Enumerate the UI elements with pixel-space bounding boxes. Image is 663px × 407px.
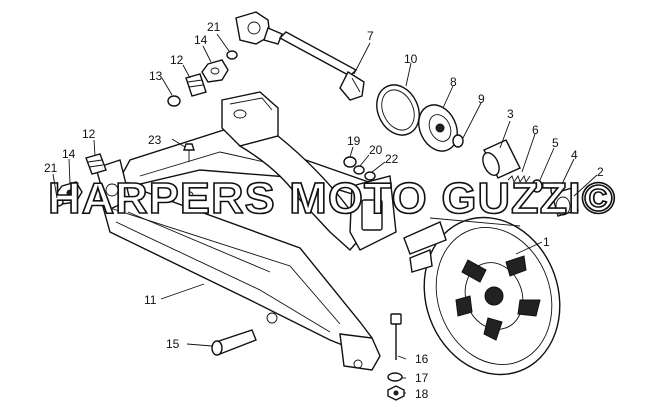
o-ring-drawing	[452, 134, 464, 148]
bearing-flange-drawing	[418, 104, 458, 152]
callout-7: 7	[367, 29, 374, 43]
callout-1: 1	[543, 235, 550, 249]
callout-9: 9	[478, 92, 485, 106]
callout-18: 18	[415, 387, 429, 401]
hardware-drawings	[52, 50, 405, 401]
callout-12-top: 12	[170, 53, 184, 67]
leader-lines	[52, 33, 598, 394]
callout-2: 2	[597, 165, 604, 179]
callout-8: 8	[450, 75, 457, 89]
callout-4: 4	[571, 148, 578, 162]
callout-21-top: 21	[207, 20, 221, 34]
washer-drawing	[531, 179, 543, 193]
drive-shaft-drawing	[235, 11, 365, 101]
callout-3: 3	[507, 107, 514, 121]
callout-16: 16	[415, 352, 429, 366]
crown-wheel-drawing	[403, 216, 561, 376]
callout-12-left: 12	[82, 127, 96, 141]
callout-5: 5	[552, 136, 559, 150]
callout-14-left: 14	[62, 147, 76, 161]
callout-labels: 1 2 3 4 5 6 7 8 9 10 11 12 12 13 14 14 1…	[44, 20, 604, 401]
callout-17: 17	[415, 371, 429, 385]
coupling-sleeve-drawing	[482, 139, 521, 179]
callout-23: 23	[148, 133, 162, 147]
callout-21-left: 21	[44, 161, 58, 175]
callout-22: 22	[385, 152, 399, 166]
callout-6: 6	[532, 123, 539, 137]
callout-20: 20	[369, 143, 383, 157]
callout-14-top: 14	[194, 33, 208, 47]
circlip-drawing	[376, 84, 420, 136]
pinion-drawing	[550, 182, 579, 217]
spring-drawing	[507, 174, 531, 184]
callout-19: 19	[347, 134, 361, 148]
callout-11: 11	[144, 293, 157, 307]
watermark-text: HARPERS MOTO GUZZI©	[48, 174, 616, 223]
callout-10: 10	[404, 52, 418, 66]
callout-13: 13	[149, 69, 163, 83]
callout-15: 15	[166, 337, 180, 351]
